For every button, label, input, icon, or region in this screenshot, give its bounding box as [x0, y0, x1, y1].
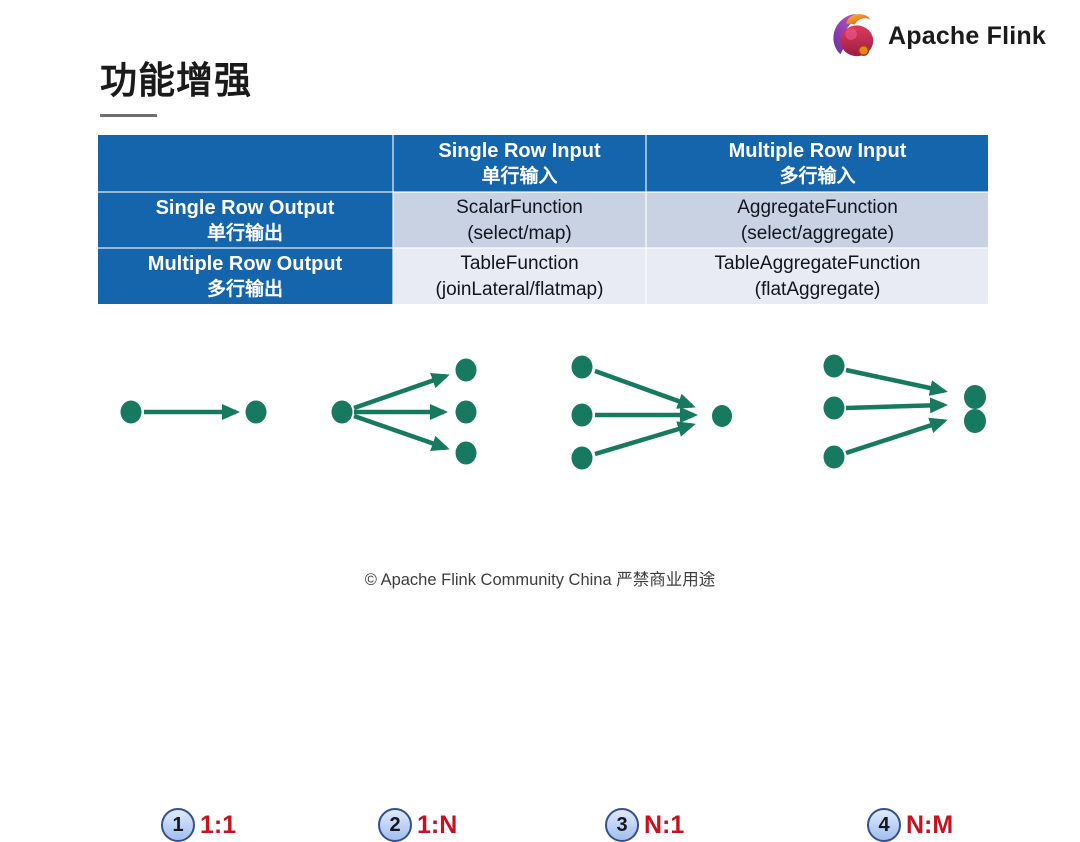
diagram-1-ratio-label: 1:1	[200, 811, 237, 839]
brand: Apache Flink	[827, 10, 1046, 62]
function-name: TableAggregateFunction	[714, 253, 921, 274]
function-name: AggregateFunction	[737, 196, 898, 218]
title-underline	[100, 114, 157, 117]
diagram-1-number: 1	[172, 813, 184, 836]
brand-text: Apache Flink	[888, 21, 1046, 50]
diagram-4-ratio-label: N:M	[906, 811, 954, 839]
page-title: 功能增强	[100, 60, 252, 101]
footer-copyright: © Apache Flink Community China 严禁商业用途	[364, 571, 716, 589]
function-detail: (select/aggregate)	[740, 222, 895, 244]
cell-table-function: TableFunction (joinLateral/flatmap)	[392, 247, 647, 304]
row-header-zh: 单行输出	[206, 222, 283, 244]
col-header-zh: 多行输入	[779, 165, 856, 187]
row-header-zh: 多行输出	[206, 279, 283, 300]
diagram-1-1-graphic	[120, 400, 267, 424]
diagram-4-number: 4	[878, 813, 890, 836]
diagram-2-badge: 2	[378, 808, 412, 842]
function-name: ScalarFunction	[456, 196, 583, 218]
col-header-en: Multiple Row Input	[728, 139, 907, 162]
row-header-en: Single Row Output	[155, 196, 335, 219]
row-header-single-row-output: Single Row Output 单行输出	[98, 191, 394, 249]
diagram-n-1-graphic	[571, 355, 732, 470]
diagram-n-m-graphic	[823, 354, 986, 469]
diagram-1-badge: 1	[161, 808, 195, 842]
flink-squirrel-logo-icon	[833, 14, 874, 57]
cardinality-diagrams: 1 1:1 2 1:N 3 N:1 4 N:M	[0, 330, 1080, 842]
diagram-2-number: 2	[389, 813, 401, 836]
table-corner-cell	[98, 135, 394, 193]
function-detail: (select/map)	[467, 222, 572, 244]
function-matrix-table: Single Row Input 单行输入 Multiple Row Input…	[98, 135, 988, 304]
col-header-single-row-input: Single Row Input 单行输入	[392, 135, 647, 193]
diagram-3-ratio-label: N:1	[644, 811, 685, 839]
cell-scalar-function: ScalarFunction (select/map)	[392, 191, 647, 249]
diagram-3-number: 3	[616, 813, 628, 836]
function-detail: (flatAggregate)	[754, 279, 881, 300]
diagram-4-badge: 4	[867, 808, 901, 842]
diagram-2-ratio-label: 1:N	[417, 811, 458, 839]
col-header-multiple-row-input: Multiple Row Input 多行输入	[645, 135, 988, 193]
function-detail: (joinLateral/flatmap)	[435, 279, 604, 300]
function-name: TableFunction	[460, 253, 579, 274]
diagram-3-badge: 3	[605, 808, 639, 842]
row-header-en: Multiple Row Output	[147, 253, 343, 275]
cell-aggregate-function: AggregateFunction (select/aggregate)	[645, 191, 988, 249]
diagram-1-n-graphic	[331, 358, 477, 465]
diagram-graphics	[120, 354, 986, 470]
col-header-zh: 单行输入	[481, 165, 558, 187]
cell-table-aggregate-function: TableAggregateFunction (flatAggregate)	[645, 247, 988, 304]
row-header-multiple-row-output: Multiple Row Output 多行输出	[98, 247, 394, 304]
col-header-en: Single Row Input	[438, 139, 601, 162]
